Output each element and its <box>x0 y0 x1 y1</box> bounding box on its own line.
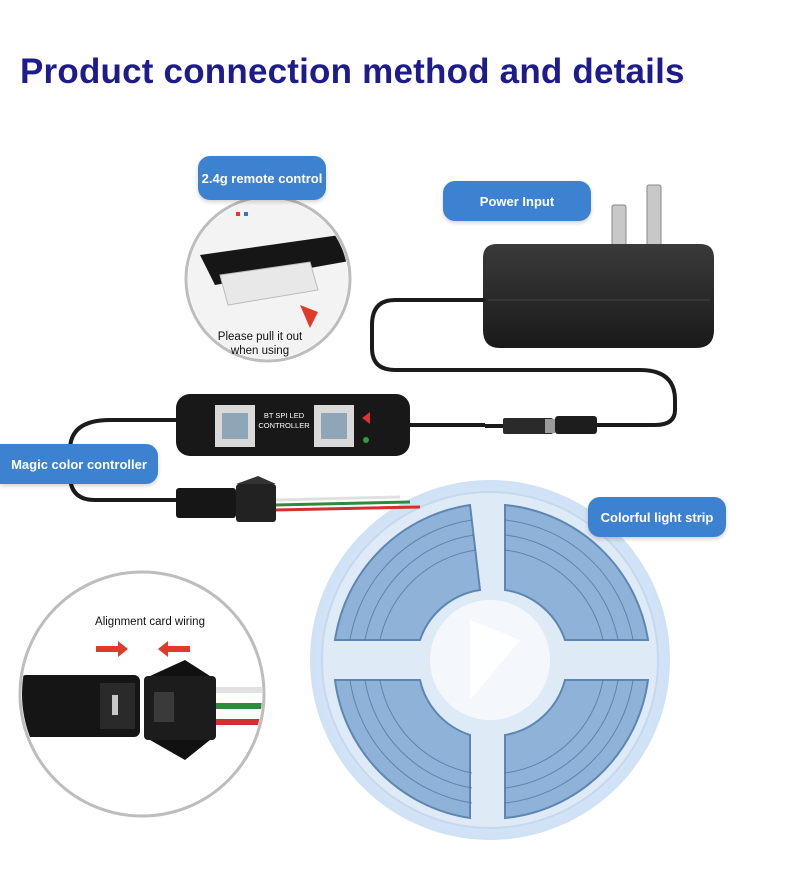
remote-label: 2.4g remote control <box>198 156 326 200</box>
power-input-label: Power Input <box>443 181 591 221</box>
pull-out-note: Please pull it out when using <box>217 331 303 357</box>
light-strip-label-text: Colorful light strip <box>600 509 714 525</box>
svg-text:BT SPI LED: BT SPI LED <box>264 411 305 420</box>
remote-callout <box>184 195 352 363</box>
led-strip-reel <box>310 480 670 840</box>
page-title: Product connection method and details <box>20 52 685 91</box>
svg-text:CONTROLLER: CONTROLLER <box>258 421 310 430</box>
dc-connector <box>485 416 597 434</box>
jst-connector <box>176 476 276 522</box>
controller-label-text: Magic color controller <box>11 456 147 472</box>
power-input-label-text: Power Input <box>479 193 555 209</box>
remote-label-text: 2.4g remote control <box>201 170 323 186</box>
strip-wires <box>274 495 421 512</box>
alignment-note: Alignment card wiring <box>95 616 205 628</box>
light-strip-label: Colorful light strip <box>588 497 726 537</box>
alignment-callout <box>18 570 266 818</box>
controller-label: Magic color controller <box>0 444 158 484</box>
controller-device: BT SPI LED CONTROLLER <box>176 394 485 456</box>
power-adapter <box>483 184 714 348</box>
